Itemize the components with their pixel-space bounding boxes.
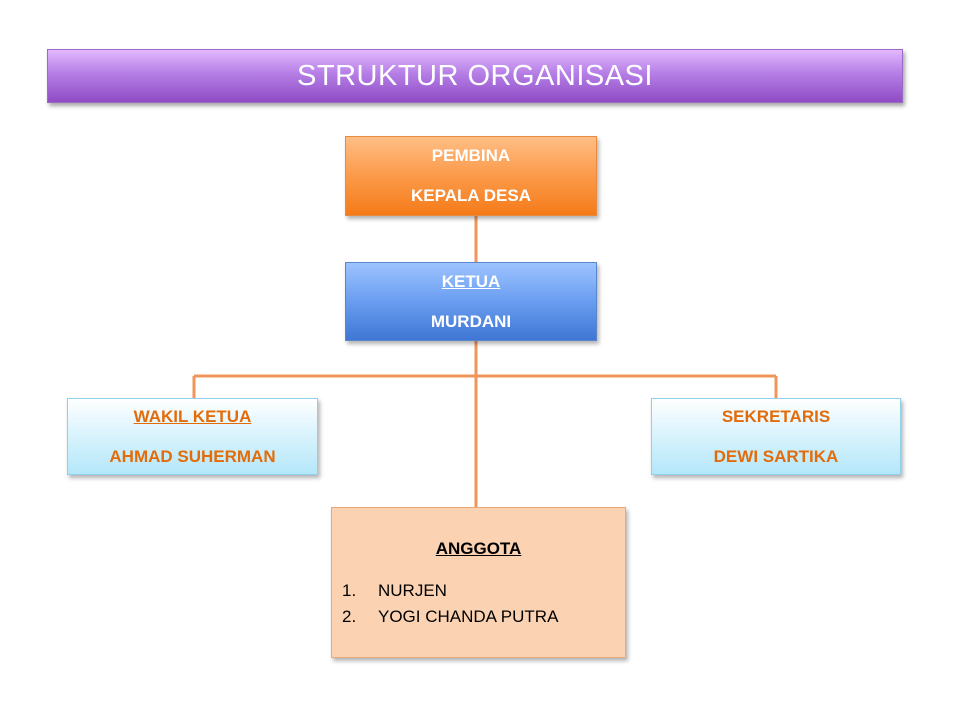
pembina-role: PEMBINA [431,146,511,165]
sekretaris-name: DEWI SARTIKA [713,446,839,466]
wakil-ketua-box: WAKIL KETUA AHMAD SUHERMAN [67,398,318,475]
member-number: 2. [342,607,357,626]
wakil-ketua-name: AHMAD SUHERMAN [109,446,276,466]
anggota-role: ANGGOTA [435,539,522,558]
sekretaris-role: SEKRETARIS [721,406,831,426]
pembina-name: KEPALA DESA [411,186,531,205]
member-name: YOGI CHANDA PUTRA [378,607,559,626]
wakil-ketua-role: WAKIL KETUA [133,406,252,426]
member-name: NURJEN [378,581,447,600]
title-banner: STRUKTUR ORGANISASI [47,49,903,103]
ketua-name: MURDANI [430,311,512,331]
page-title: STRUKTUR ORGANISASI [297,59,653,92]
list-item: 1. NURJEN [342,578,558,604]
ketua-role: KETUA [441,271,501,291]
member-number: 1. [342,581,357,600]
pembina-box: PEMBINA KEPALA DESA [345,136,597,216]
list-item: 2. YOGI CHANDA PUTRA [342,604,558,630]
ketua-box: KETUA MURDANI [345,262,597,341]
anggota-member-list: 1. NURJEN 2. YOGI CHANDA PUTRA [342,578,558,630]
anggota-box: ANGGOTA 1. NURJEN 2. YOGI CHANDA PUTRA [331,507,626,658]
sekretaris-box: SEKRETARIS DEWI SARTIKA [651,398,901,475]
